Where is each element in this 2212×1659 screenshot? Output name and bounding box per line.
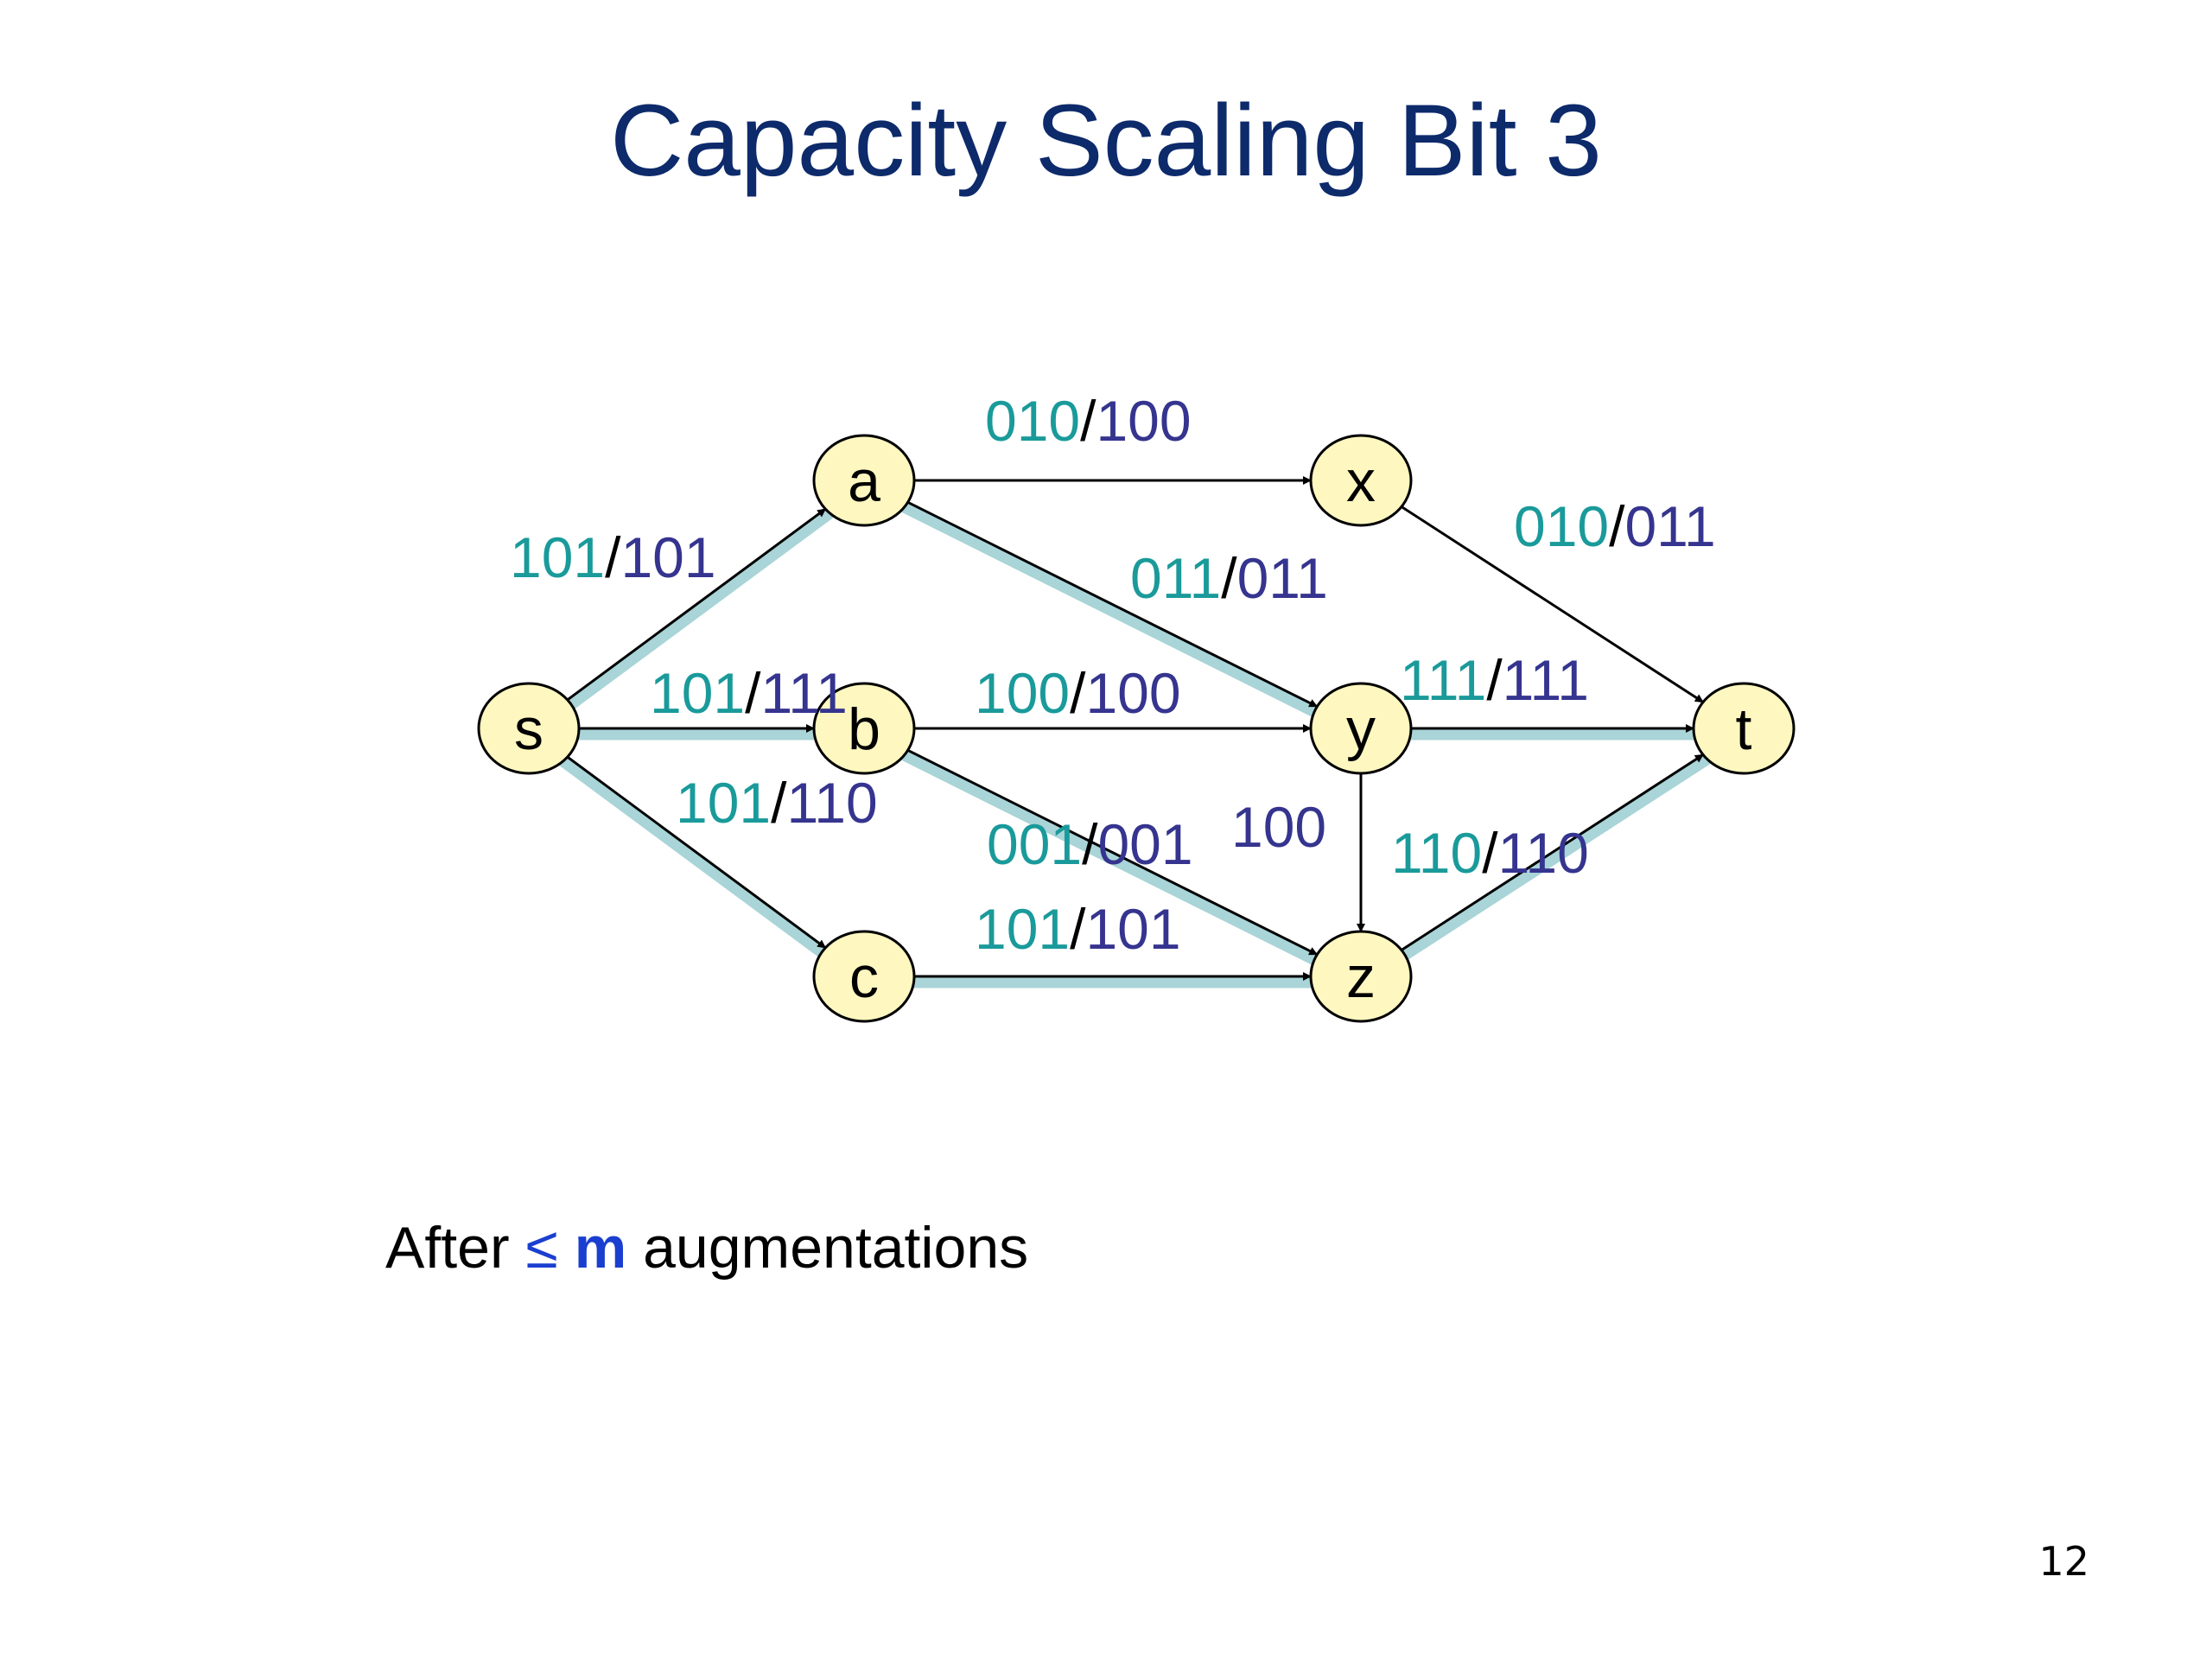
node-s-label: s — [514, 696, 543, 762]
edge-s-c-capacity: 110 — [786, 771, 877, 835]
footer-variable: m — [574, 1215, 627, 1281]
node-z-label: z — [1346, 944, 1376, 1010]
edge-layer — [566, 476, 1704, 981]
edge-a-y-flow: 011 — [1130, 546, 1221, 610]
edge-s-c-separator: / — [771, 771, 787, 835]
node-t: t — [1692, 682, 1796, 775]
edge-x-t-flow: 010 — [1514, 494, 1609, 558]
node-x: x — [1309, 434, 1413, 527]
edge-s-a-label: 101/101 — [510, 525, 716, 589]
edge-z-t-highlight — [1399, 753, 1713, 961]
node-a-circle — [812, 434, 916, 527]
node-a: a — [812, 434, 916, 527]
page-number: 12 — [2038, 1538, 2089, 1585]
edge-y-t-label: 111/111 — [1400, 648, 1589, 712]
edge-y-t-flow: 111 — [1400, 648, 1486, 712]
edge-s-a-separator: / — [605, 525, 621, 589]
node-s: s — [477, 682, 581, 775]
node-y: y — [1309, 682, 1413, 775]
node-t-label: t — [1736, 696, 1752, 762]
node-c-label: c — [849, 944, 879, 1010]
node-b: b — [812, 682, 916, 775]
node-t-circle — [1692, 682, 1796, 775]
edge-z-t-flow: 110 — [1391, 821, 1482, 885]
edge-s-b-capacity: 111 — [760, 661, 847, 725]
edge-s-b-separator: / — [745, 661, 761, 725]
edge-z-t-capacity: 110 — [1498, 821, 1589, 885]
edge-c-z-capacity: 101 — [1085, 897, 1180, 961]
node-x-circle — [1309, 434, 1413, 527]
edge-b-z-capacity: 001 — [1097, 812, 1192, 876]
edge-s-a — [566, 507, 827, 702]
node-y-label: y — [1346, 696, 1376, 762]
node-c-circle — [812, 930, 916, 1023]
edge-a-y-capacity: 011 — [1237, 546, 1328, 610]
node-y-circle — [1309, 682, 1413, 775]
node-layer: s a b c x y z t — [477, 434, 1796, 1023]
edge-x-t — [1401, 505, 1704, 703]
edge-b-y-separator: / — [1070, 661, 1086, 725]
edge-b-z-highlight — [899, 750, 1320, 966]
edge-s-c-flow: 101 — [676, 771, 771, 835]
edge-s-c-label: 101/110 — [676, 771, 878, 835]
edge-c-z-separator: / — [1070, 897, 1086, 961]
footer-operator: ≤ — [525, 1215, 558, 1281]
edge-s-b-flow: 101 — [650, 661, 745, 725]
slide-title: Capacity Scaling Bit 3 — [610, 84, 1602, 198]
edge-b-z — [907, 748, 1319, 957]
edge-x-t-label: 010/011 — [1514, 494, 1716, 558]
edge-y-z-label: 100 — [1231, 795, 1326, 859]
edge-z-t — [1401, 753, 1704, 951]
node-c: c — [812, 930, 916, 1023]
edge-c-z-label: 101/101 — [975, 897, 1181, 961]
edge-a-x-separator: / — [1080, 389, 1096, 453]
footer-suffix: augmentations — [626, 1215, 1029, 1281]
footer-note: After ≤ m augmentations — [385, 1214, 1028, 1281]
edge-a-y — [907, 500, 1319, 709]
node-z: z — [1309, 930, 1413, 1023]
footer-prefix: After — [385, 1215, 526, 1281]
edge-a-y-highlight — [899, 502, 1320, 718]
edge-a-x-capacity: 100 — [1096, 389, 1191, 453]
edge-y-z-capacity: 100 — [1231, 795, 1326, 859]
edge-s-b-label: 101/111 — [650, 661, 848, 725]
node-x-label: x — [1346, 448, 1376, 514]
edge-b-y-capacity: 100 — [1085, 661, 1180, 725]
edge-b-z-flow: 001 — [987, 812, 1082, 876]
edge-s-a-capacity: 101 — [620, 525, 715, 589]
edge-s-c-highlight — [558, 756, 828, 959]
edge-s-a-flow: 101 — [510, 525, 605, 589]
edge-s-c — [566, 755, 827, 950]
node-b-label: b — [848, 696, 880, 762]
edge-b-z-label: 001/001 — [987, 812, 1193, 876]
edge-a-y-separator: / — [1221, 546, 1237, 610]
edge-y-t-capacity: 111 — [1503, 648, 1589, 712]
node-z-circle — [1309, 930, 1413, 1023]
edge-b-y-label: 100/100 — [975, 661, 1181, 725]
edge-a-x-label: 010/100 — [985, 389, 1192, 453]
node-b-circle — [812, 682, 916, 775]
highlight-layer — [558, 502, 1713, 988]
edge-y-t-separator: / — [1486, 648, 1503, 712]
edge-b-z-separator: / — [1082, 812, 1098, 876]
edge-s-a-highlight — [565, 508, 835, 711]
edge-z-t-label: 110/110 — [1391, 821, 1589, 885]
edge-z-t-separator: / — [1482, 821, 1498, 885]
edge-a-y-label: 011/011 — [1130, 546, 1328, 610]
edge-a-x-flow: 010 — [985, 389, 1080, 453]
edge-x-t-separator: / — [1609, 494, 1625, 558]
edge-x-t-capacity: 011 — [1624, 494, 1715, 558]
node-a-label: a — [848, 448, 880, 514]
label-layer: 101/101101/111101/110010/100011/011100/1… — [510, 389, 1716, 961]
edge-c-z-flow: 101 — [975, 897, 1070, 961]
node-s-circle — [477, 682, 581, 775]
edge-b-y-flow: 100 — [975, 661, 1070, 725]
